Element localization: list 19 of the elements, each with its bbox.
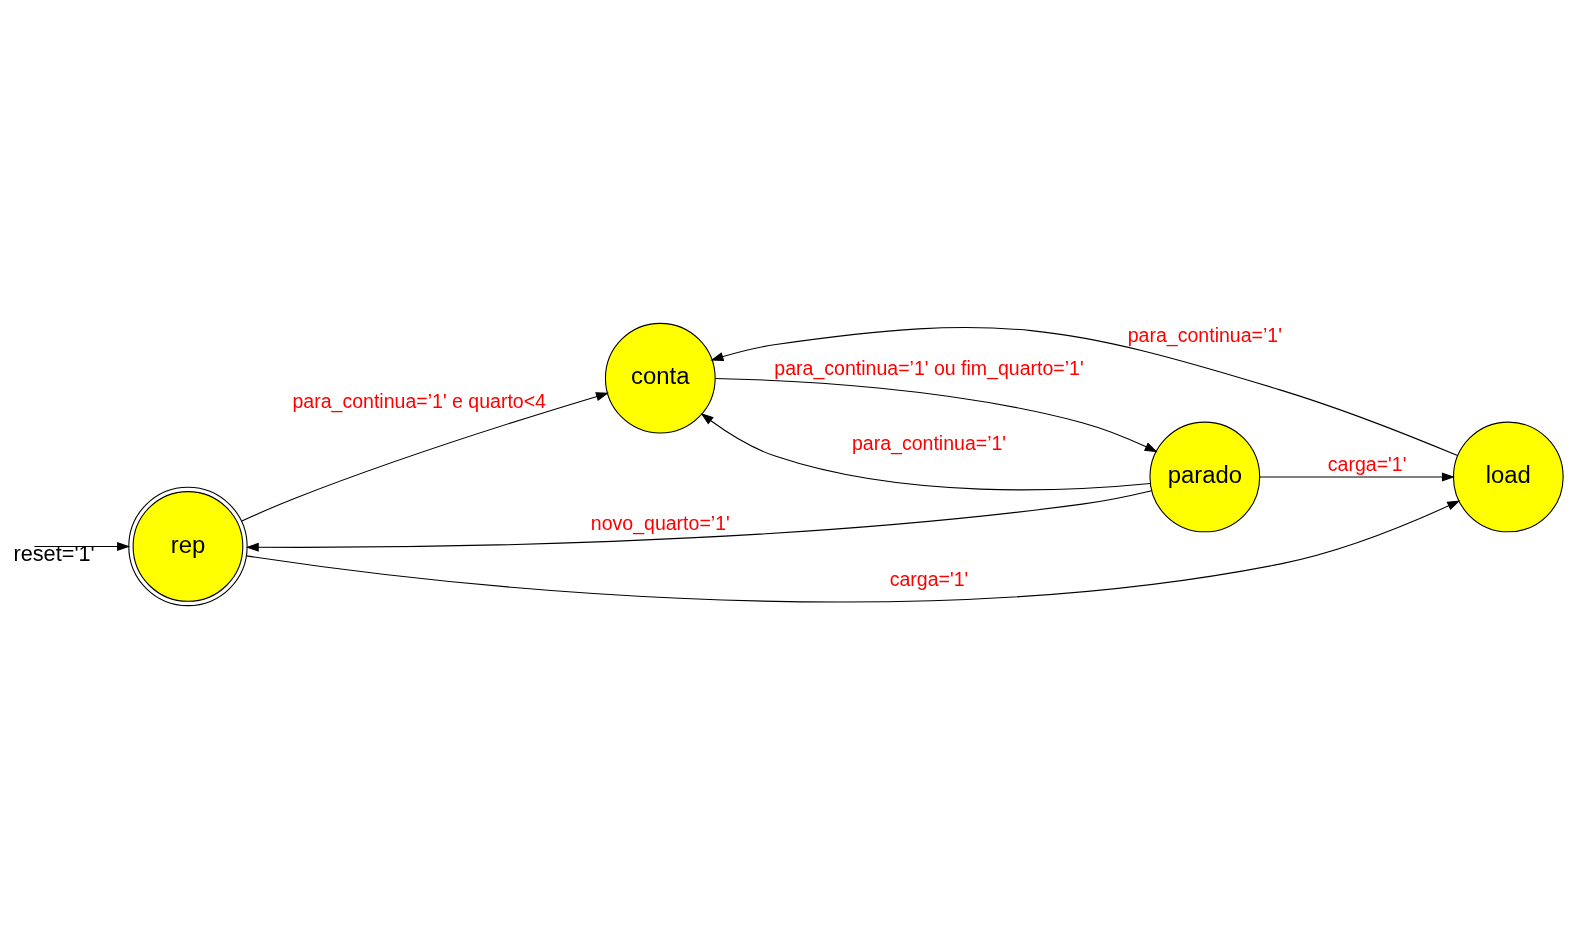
- edge-label: carga='1': [889, 567, 969, 590]
- edge-label: para_continua=’1': [1127, 323, 1282, 346]
- arrow: [246, 499, 1461, 602]
- edge-label: para_continua=’1': [851, 431, 1007, 454]
- arrow: [245, 489, 1153, 552]
- edge-label: novo_quarto=’1': [590, 511, 730, 534]
- arrow: [1259, 471, 1455, 482]
- arrow: [241, 391, 609, 522]
- edge-label: para_continua=’1' ou fim_quarto=’1': [774, 356, 1084, 379]
- arrow: [714, 377, 1158, 452]
- arrow: [33, 541, 131, 551]
- arrow: [700, 412, 1151, 490]
- edge-label: reset='1': [13, 540, 95, 566]
- edge-label: para_continua=’1' e quarto<4: [292, 389, 546, 412]
- node-circle: rep: [128, 486, 248, 606]
- edge-label: carga='1': [1327, 452, 1407, 475]
- arrow: [710, 326, 1459, 456]
- node-circle: load: [1452, 421, 1564, 532]
- node-circle: parado: [1149, 421, 1261, 532]
